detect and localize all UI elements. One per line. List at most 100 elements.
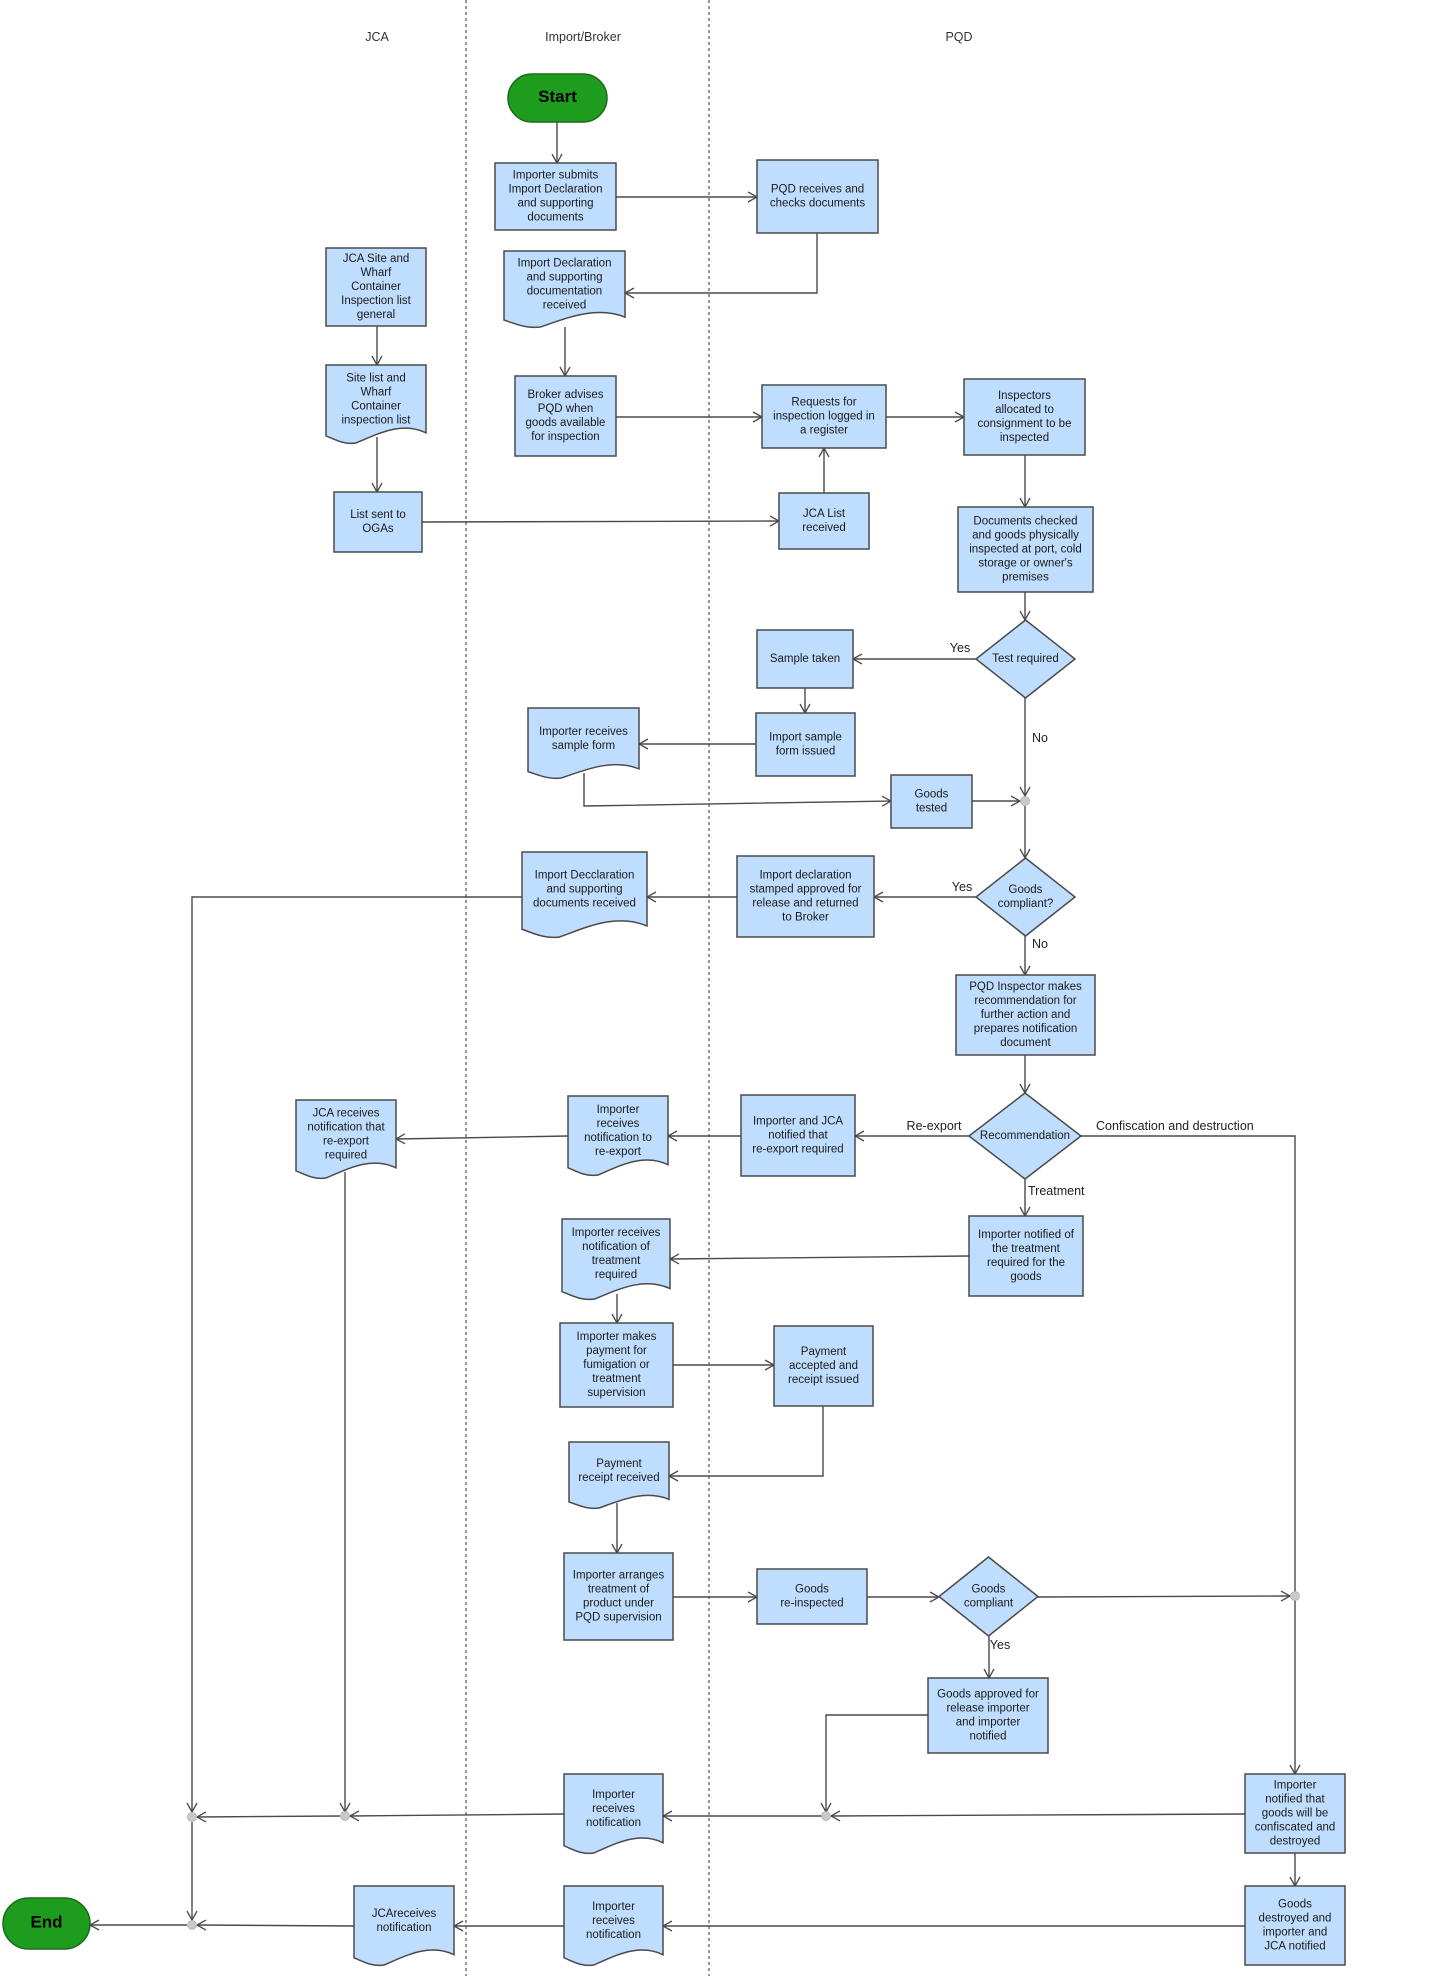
docs-checked-label-line: Documents checked bbox=[973, 516, 1077, 528]
edge-label-confiscation: Confiscation and destruction bbox=[1096, 1119, 1254, 1133]
sample-taken-label-line: Sample taken bbox=[770, 653, 840, 665]
recommendation-doc-label-line: PQD Inspector makes bbox=[969, 981, 1082, 993]
goods-tested-label-line: Goods bbox=[915, 789, 949, 801]
importer-notif-2-document-shape bbox=[563, 1885, 664, 1967]
site-list-label-line: Site list and bbox=[346, 372, 405, 384]
destroyed-label-line: importer and bbox=[1263, 1927, 1328, 1939]
junction-point-1 bbox=[1020, 796, 1030, 806]
goods-compliant-2-diamond bbox=[937, 1556, 1040, 1637]
confiscated-label-line: notified that bbox=[1265, 1794, 1325, 1806]
broker-advises-label-line: PQD when bbox=[538, 403, 594, 415]
decl-received-label-line: received bbox=[543, 299, 586, 311]
edge-pqd-receives-to-decl-received bbox=[623, 233, 818, 299]
edge-importer-sample-to-goods-tested bbox=[583, 773, 893, 807]
importer-reexport-label-line: Importer bbox=[597, 1104, 640, 1116]
notified-reexport-label-line: notified that bbox=[768, 1130, 828, 1142]
edge-label-comp2-yes: Yes bbox=[990, 1638, 1010, 1652]
docs-checked-box bbox=[957, 506, 1094, 593]
edge-payment-accepted-to-receipt-received bbox=[667, 1406, 824, 1482]
decl-received-2-label-line: documents received bbox=[533, 897, 636, 909]
importer-notif-1-label-line: notification bbox=[586, 1817, 641, 1829]
inspectors-label-line: inspected bbox=[1000, 432, 1049, 444]
arranges-box bbox=[563, 1552, 674, 1641]
reinspected-box bbox=[756, 1568, 868, 1625]
importer-reexport-label-line: receives bbox=[597, 1118, 640, 1130]
edge-confiscation-to-confiscated bbox=[1081, 1135, 1301, 1776]
importer-treatment-label-line: required bbox=[595, 1269, 637, 1281]
inspectors-box bbox=[963, 378, 1086, 456]
goods-compliant-1-label-line: compliant? bbox=[998, 898, 1054, 910]
treatment-notified-box bbox=[968, 1215, 1084, 1297]
lane-label-pqd: PQD bbox=[945, 30, 972, 44]
test-required-label: Test required bbox=[992, 653, 1058, 665]
site-list-label-line: Wharf bbox=[361, 386, 392, 398]
site-list-document-shape bbox=[325, 364, 427, 445]
destroyed-label-line: JCA notified bbox=[1264, 1941, 1325, 1953]
end-label-line: End bbox=[30, 1913, 62, 1932]
importer-notif-2-label-line: Importer bbox=[592, 1901, 635, 1913]
edge-label-test-no: No bbox=[1032, 731, 1048, 745]
test-required-diamond bbox=[974, 619, 1077, 699]
junction-point-5 bbox=[187, 1812, 197, 1822]
arranges-label-line: PQD supervision bbox=[575, 1612, 661, 1624]
jca-reexport-label-line: JCA receives bbox=[312, 1107, 379, 1119]
pqd-receives-label-line: checks documents bbox=[770, 198, 865, 210]
sample-form-box bbox=[755, 712, 856, 777]
goods-compliant-1-label-line: Goods bbox=[1009, 884, 1043, 896]
payment-accepted-label-line: Payment bbox=[801, 1346, 847, 1358]
payment-accepted-label-line: receipt issued bbox=[788, 1374, 859, 1386]
broker-advises-box bbox=[514, 375, 617, 457]
stamped-label-line: Import declaration bbox=[759, 870, 851, 882]
payment-accepted-label-line: accepted and bbox=[789, 1360, 858, 1372]
broker-advises-label-line: for inspection bbox=[531, 431, 599, 443]
jca-list-label-line: JCA List bbox=[803, 508, 846, 520]
sample-taken-label: Sample taken bbox=[770, 653, 840, 665]
jca-site-box bbox=[325, 247, 427, 327]
goods-compliant-2-label-line: compliant bbox=[964, 1598, 1014, 1610]
recommendation-doc-box bbox=[955, 974, 1096, 1056]
importer-notif-1-label-line: receives bbox=[592, 1803, 635, 1815]
docs-checked-label-line: premises bbox=[1002, 572, 1049, 584]
inspectors-label-line: consignment to be bbox=[978, 418, 1072, 430]
goods-compliant-1-label: Goods compliant? bbox=[998, 884, 1054, 910]
payment-accepted-box bbox=[773, 1325, 874, 1407]
start-label: Start bbox=[538, 87, 577, 106]
start-terminal-shape bbox=[507, 73, 608, 123]
confiscated-label-line: goods will be bbox=[1262, 1808, 1328, 1820]
jca-site-label-line: Container bbox=[351, 281, 401, 293]
end-terminal-shape bbox=[2, 1897, 91, 1950]
jca-reexport-label-line: notification that bbox=[307, 1121, 385, 1133]
recommendation-doc-label-line: document bbox=[1000, 1037, 1051, 1049]
requests-logged-box bbox=[761, 384, 887, 449]
importer-notif-2-label-line: notification bbox=[586, 1929, 641, 1941]
